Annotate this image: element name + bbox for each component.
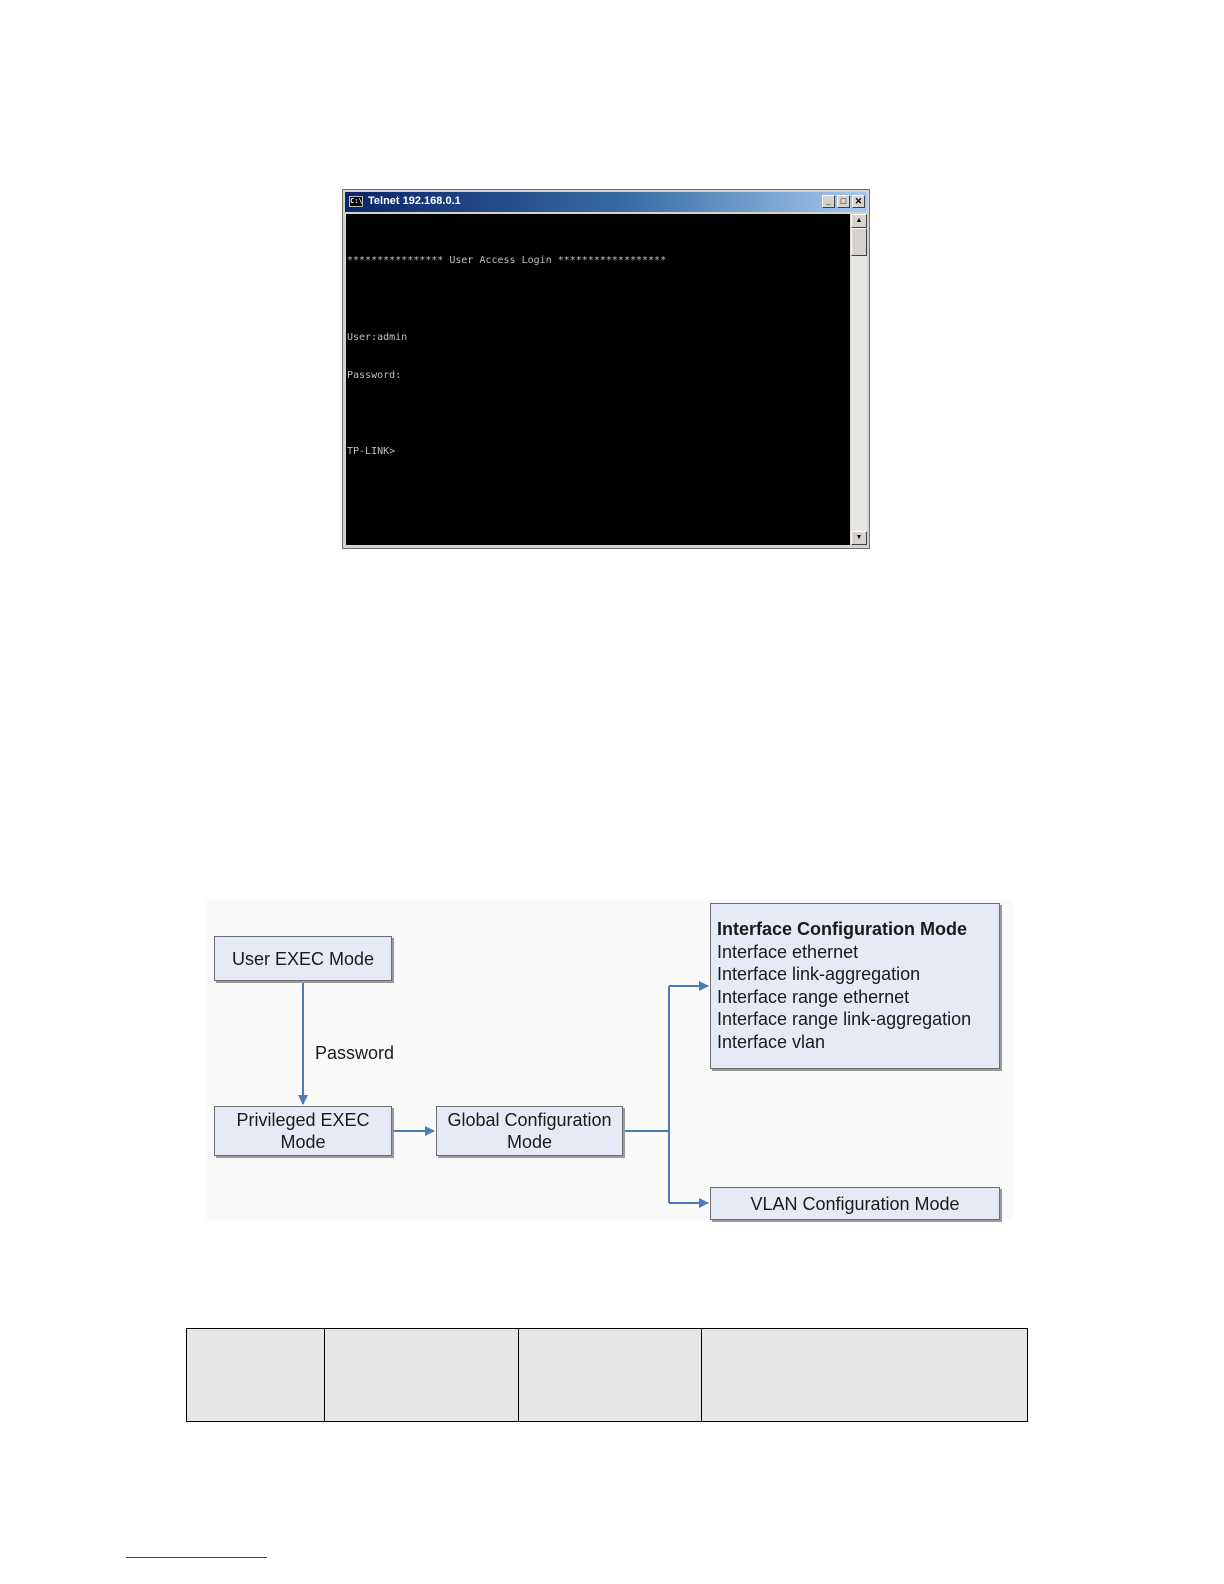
global-config-line2: Mode [506, 1132, 552, 1152]
maximize-button[interactable]: □ [837, 195, 850, 208]
interface-config-item: Interface vlan [717, 1031, 826, 1052]
interface-config-mode-box: Interface Configuration Mode Interface e… [710, 903, 1000, 1069]
telnet-title: Telnet 192.168.0.1 [368, 195, 461, 207]
diagram-connectors [298, 981, 709, 1208]
console-icon: C:\ [349, 196, 363, 207]
interface-config-title: Interface Configuration Mode [717, 919, 968, 939]
console-output[interactable]: **************** User Access Login *****… [346, 214, 850, 545]
mode-diagram: User EXEC Mode Password Privileged EXEC … [206, 900, 1013, 1220]
console-line [347, 294, 850, 307]
password-label: Password [315, 1043, 395, 1063]
vertical-scrollbar[interactable]: ▲ ▼ [851, 214, 867, 545]
interface-config-item: Interface range link-aggregation [717, 1009, 972, 1029]
user-exec-mode-box: User EXEC Mode [214, 936, 392, 981]
interface-config-item: Interface ethernet [717, 941, 859, 962]
telnet-window: C:\ Telnet 192.168.0.1 _ □ ✕ ***********… [342, 189, 870, 549]
minimize-button[interactable]: _ [822, 195, 835, 208]
scroll-thumb[interactable] [851, 228, 867, 256]
console-line [347, 408, 850, 421]
console-line: **************** User Access Login *****… [347, 255, 667, 267]
interface-config-item: Interface range ethernet [717, 986, 910, 1007]
mode-table [186, 1328, 1028, 1422]
global-config-line1: Global Configuration [447, 1110, 612, 1130]
console-prompt: TP-LINK> [347, 445, 396, 457]
privileged-exec-mode-box: Privileged EXEC Mode [214, 1106, 392, 1156]
scroll-down-button[interactable]: ▼ [851, 531, 867, 545]
privileged-exec-line2: Mode [280, 1132, 326, 1152]
table-row [186, 1328, 1028, 1422]
console-line: Password: [347, 369, 402, 381]
telnet-title-bar[interactable]: C:\ Telnet 192.168.0.1 _ □ ✕ [345, 192, 867, 212]
close-button[interactable]: ✕ [852, 195, 865, 208]
footnote-separator [126, 1557, 267, 1558]
scroll-up-button[interactable]: ▲ [851, 214, 867, 228]
privileged-exec-line1: Privileged EXEC [236, 1110, 370, 1130]
global-config-mode-box: Global Configuration Mode [436, 1106, 623, 1156]
table-cell [518, 1328, 702, 1422]
vlan-config-mode-box: VLAN Configuration Mode [710, 1187, 1000, 1220]
table-cell [701, 1328, 1028, 1422]
interface-config-item: Interface link-aggregation [717, 964, 921, 984]
console-line: User:admin [347, 331, 408, 343]
table-cell [186, 1328, 325, 1422]
table-cell [324, 1328, 519, 1422]
